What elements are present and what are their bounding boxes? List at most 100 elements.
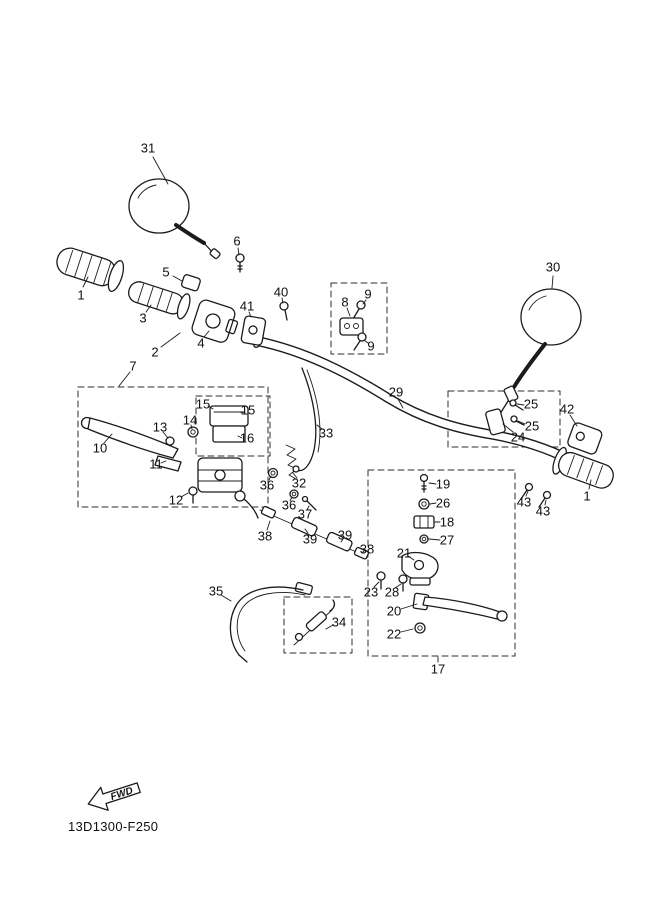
leader-line-1: [588, 479, 592, 490]
leader-line-28: [394, 583, 402, 589]
leader-line-38: [361, 550, 365, 554]
part-label-43: 43: [535, 503, 551, 519]
leader-line-16: [237, 435, 243, 439]
leader-line-25: [516, 403, 525, 406]
leader-line-36: [289, 496, 293, 502]
leader-line-5: [172, 275, 183, 282]
group-box: [367, 469, 516, 657]
leader-line-15: [240, 411, 246, 414]
part-label-24: 24: [510, 429, 526, 445]
leader-line-21: [407, 555, 415, 561]
part-label-15: 15: [195, 396, 211, 412]
bracket-41: [240, 315, 267, 346]
part-label-37: 37: [297, 506, 313, 522]
part-label-7: 7: [129, 358, 137, 374]
fwd-arrow: FWD: [87, 782, 141, 811]
leader-lines: [82, 156, 592, 663]
fwd-label: FWD: [109, 785, 134, 803]
part-label-14: 14: [182, 412, 198, 428]
part-label-27: 27: [439, 532, 455, 548]
clutch-cable-35: [229, 581, 313, 663]
part-label-9: 9: [367, 338, 375, 354]
part-label-2: 2: [151, 344, 159, 360]
mirror-bolt: [235, 253, 245, 273]
part-label-39: 39: [302, 531, 318, 547]
right-mirror: [496, 288, 582, 420]
part-label-9: 9: [364, 286, 372, 302]
leader-line-42: [569, 414, 578, 427]
leader-line-41: [248, 311, 252, 318]
leader-line-3: [145, 304, 152, 313]
part-label-15: 15: [240, 402, 256, 418]
group-box: [77, 386, 269, 508]
leader-line-31: [152, 156, 169, 185]
leader-line-40: [281, 297, 284, 304]
part-label-28: 28: [384, 584, 400, 600]
part-label-11: 11: [149, 456, 163, 472]
mirror-clamp-24: [485, 399, 525, 436]
part-label-38: 38: [257, 528, 273, 544]
leader-line-19: [428, 482, 437, 485]
part-label-25: 25: [524, 418, 540, 434]
group-box: [283, 596, 353, 654]
leader-line-38: [266, 520, 271, 531]
leader-line-39: [340, 538, 344, 543]
bolt-40: [279, 301, 289, 321]
part-label-19: 19: [435, 476, 451, 492]
leader-line-13: [162, 431, 169, 439]
part-label-18: 18: [439, 514, 455, 530]
leader-line-23: [373, 581, 380, 588]
clutch-lever-assembly: [376, 473, 508, 634]
part-label-36: 36: [259, 477, 275, 493]
leader-line-34: [325, 624, 334, 630]
leader-line-8: [346, 307, 351, 317]
part-label-1: 1: [583, 488, 591, 504]
part-label-1: 1: [77, 287, 85, 303]
leader-line-25: [517, 420, 526, 425]
part-label-13: 13: [152, 419, 168, 435]
leader-line-30: [551, 275, 554, 289]
leader-line-37: [306, 505, 310, 511]
part-label-33: 33: [318, 425, 334, 441]
part-label-8: 8: [341, 294, 349, 310]
right-grip: [552, 446, 614, 489]
part-label-17: 17: [430, 661, 446, 677]
spring-washers: [267, 444, 317, 511]
right-switch-42: [567, 422, 603, 455]
leader-line-2: [160, 332, 181, 348]
part-label-23: 23: [363, 584, 379, 600]
diagram-code: 13D1300-F250: [68, 819, 159, 834]
leader-line-11: [160, 460, 167, 464]
part-label-5: 5: [162, 264, 170, 280]
part-label-29: 29: [388, 384, 404, 400]
leader-line-36: [268, 475, 272, 481]
cable-33: [292, 367, 321, 473]
throttle-tube: [128, 281, 191, 320]
part-label-34: 34: [331, 614, 347, 630]
part-label-35: 35: [208, 583, 224, 599]
leader-line-35: [220, 594, 232, 602]
part-label-32: 32: [291, 475, 307, 491]
leader-line-4: [203, 330, 210, 338]
grip-collar: [180, 274, 201, 292]
leader-line-33: [316, 424, 323, 430]
leader-line-10: [103, 433, 113, 444]
leader-line-22: [400, 628, 414, 633]
part-label-16: 16: [239, 430, 255, 446]
leader-line-43: [525, 490, 529, 497]
part-label-3: 3: [139, 310, 147, 326]
part-label-21: 21: [396, 545, 412, 561]
leader-line-1: [82, 276, 89, 288]
part-label-43: 43: [516, 494, 532, 510]
leader-line-12: [180, 492, 189, 498]
part-label-26: 26: [435, 495, 451, 511]
part-label-6: 6: [233, 233, 241, 249]
part-label-31: 31: [140, 140, 156, 156]
leader-line-6: [237, 247, 240, 256]
group-box: [195, 395, 271, 457]
part-label-30: 30: [545, 259, 561, 275]
leader-line-9: [363, 339, 369, 344]
leader-line-43: [544, 499, 547, 506]
part-label-22: 22: [386, 626, 402, 642]
